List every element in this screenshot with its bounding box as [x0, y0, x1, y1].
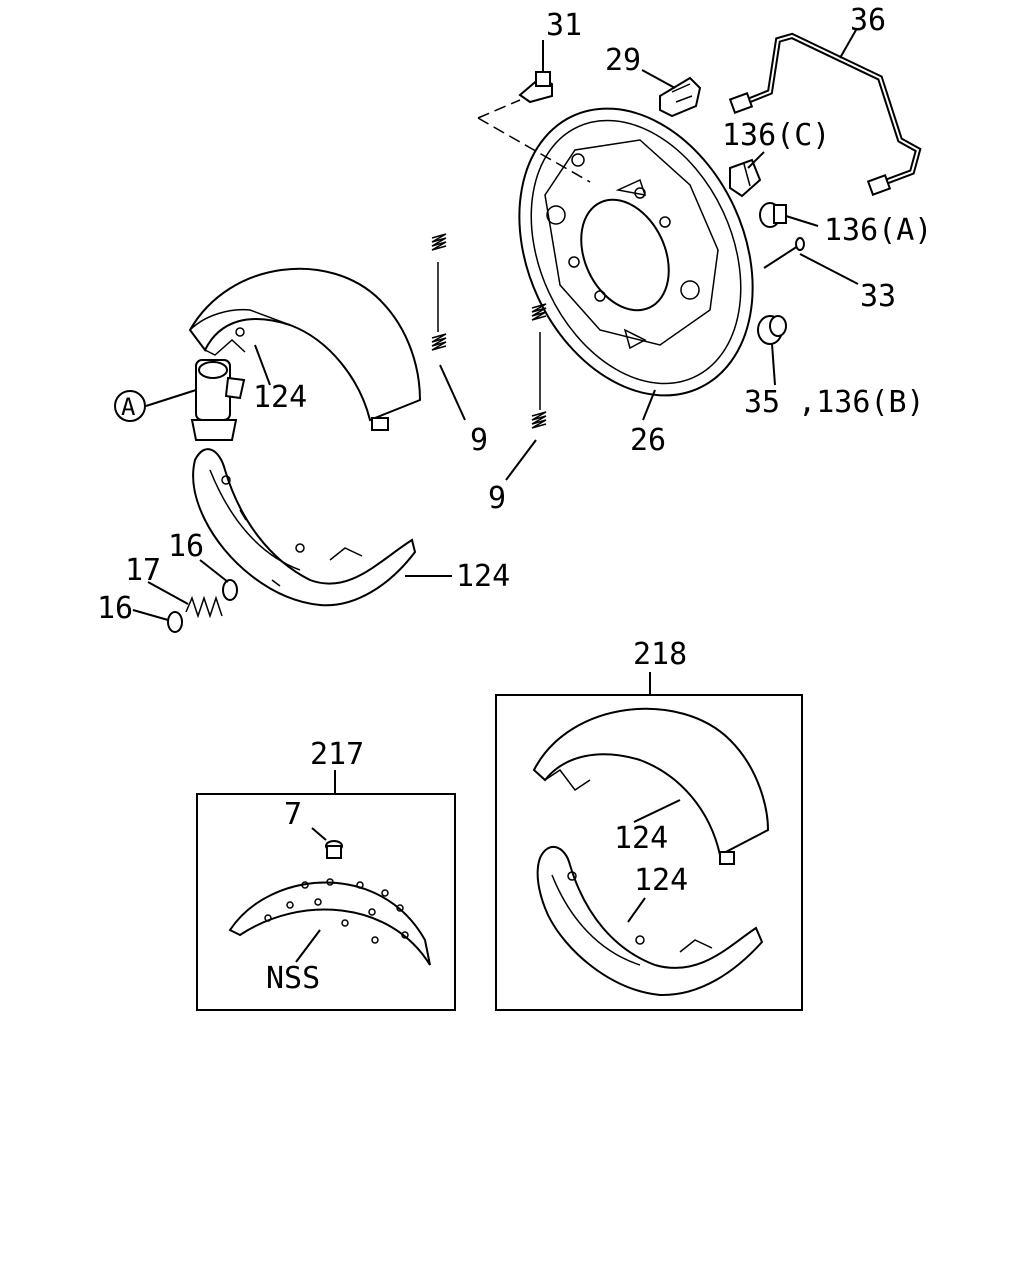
plug-136a [759, 202, 787, 228]
callout-a-circle [114, 390, 146, 422]
label-31: 31 [546, 8, 582, 43]
label-a: A [121, 393, 136, 421]
rivet [325, 840, 343, 859]
adjuster-washer-left [167, 611, 183, 633]
label-7: 7 [284, 797, 302, 832]
label-33: 33 [860, 279, 896, 314]
bleeder-screw [518, 71, 553, 104]
label-36: 36 [850, 3, 886, 38]
return-spring-upper [431, 233, 447, 351]
label-124-kit-upper: 124 [614, 821, 668, 856]
brake-shoe-upper [188, 267, 422, 431]
bracket-clip [659, 76, 702, 118]
brake-pipe [728, 32, 922, 196]
label-nss: NSS [266, 961, 320, 996]
label-16-right: 16 [168, 529, 204, 564]
backing-plate [518, 107, 754, 397]
clip-136c [729, 158, 762, 198]
brake-lining [228, 878, 431, 966]
pin-33 [763, 237, 805, 269]
adjuster-spring [185, 595, 223, 619]
leader-lines [132, 29, 859, 963]
wheel-cylinder [190, 359, 246, 441]
label-9-lower: 9 [488, 481, 506, 516]
label-124-kit-lower: 124 [634, 863, 688, 898]
label-29: 29 [605, 43, 641, 78]
kit-box-217 [196, 793, 456, 1011]
label-17: 17 [125, 553, 161, 588]
label-136a: 136(A) [824, 213, 932, 248]
adjuster-washer-right [222, 579, 238, 601]
label-218: 218 [633, 637, 687, 672]
label-217: 217 [310, 737, 364, 772]
return-spring-lower [531, 303, 547, 429]
label-26: 26 [630, 423, 666, 458]
label-136c: 136(C) [722, 118, 830, 153]
plug-35 [757, 315, 787, 345]
label-124-upper-shoe: 124 [253, 380, 307, 415]
label-124-lower-shoe: 124 [456, 559, 510, 594]
label-35-136b: 35 ,136(B) [744, 385, 925, 420]
label-16-left: 16 [97, 591, 133, 626]
label-9-upper: 9 [470, 423, 488, 458]
kit-shoe-lower [536, 846, 764, 997]
brake-shoe-lower [192, 448, 417, 607]
kit-shoe-upper [532, 707, 770, 865]
